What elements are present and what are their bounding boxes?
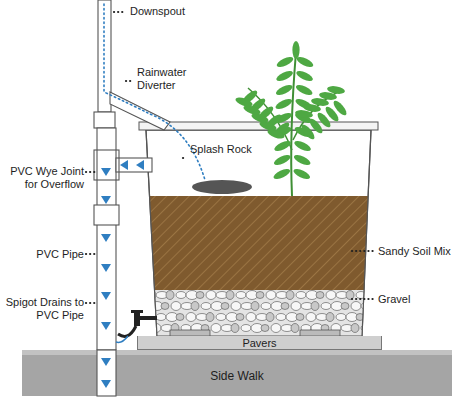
part-label: Gravel xyxy=(378,293,450,306)
part-label: Sandy Soil Mix xyxy=(378,245,453,258)
gravel-layer xyxy=(140,290,380,336)
band-label: Pavers xyxy=(242,337,276,349)
spigot xyxy=(118,326,136,336)
part-label: Splash Rock xyxy=(190,143,270,156)
band-label: Side Walk xyxy=(210,369,264,383)
splash-rock xyxy=(192,180,252,194)
leader-dots xyxy=(86,12,375,303)
plant xyxy=(234,41,348,196)
part-label: Downspout xyxy=(130,5,220,18)
soil-layer xyxy=(140,196,380,290)
rainwater-diverter xyxy=(110,92,170,130)
paver-slab: Pavers xyxy=(137,336,382,350)
part-label: Spigot Drains to PVC Pipe xyxy=(2,296,84,322)
pipe-coupler xyxy=(94,112,115,128)
downspout-pipe xyxy=(98,0,111,112)
part-label: PVC Wye Joint for Overflow xyxy=(2,165,84,191)
part-label: Rainwater Diverter xyxy=(137,66,197,92)
part-label: PVC Pipe xyxy=(2,248,84,261)
flow-arrows xyxy=(101,160,144,330)
wye-joint xyxy=(116,158,152,172)
water-path xyxy=(104,4,205,180)
pvc-pipe xyxy=(97,128,116,350)
sidewalk-band: Side Walk xyxy=(22,350,452,396)
